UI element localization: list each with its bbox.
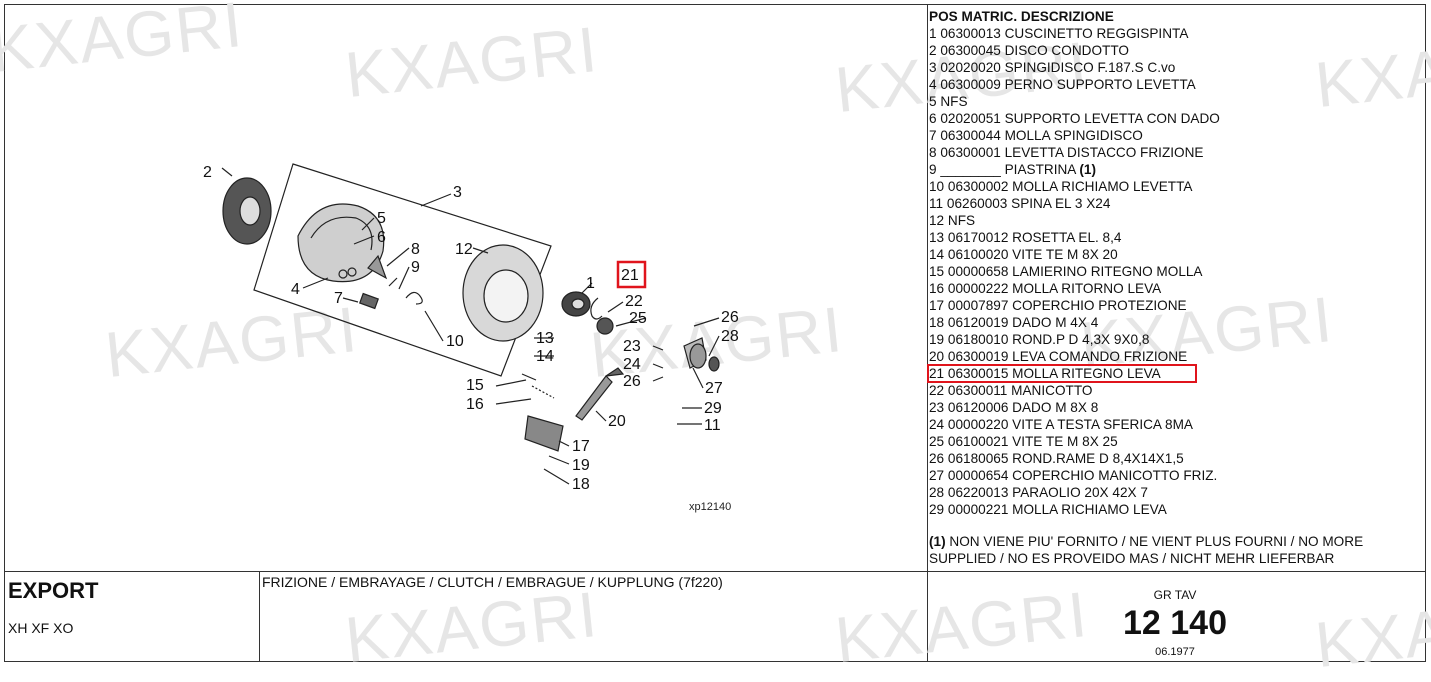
callout-12: 12 (455, 241, 473, 258)
callout-15: 15 (466, 377, 484, 394)
callout-23: 23 (623, 338, 641, 355)
legend-row-20: 20 06300019 LEVA COMANDO FRIZIONE (929, 349, 1188, 364)
page-frame (4, 4, 1426, 662)
callout-14: 14 (536, 348, 554, 365)
pressure-plate (297, 203, 385, 283)
legend-row-18: 18 06120019 DADO M 4X 4 (929, 315, 1099, 330)
legend-row-7: 7 06300044 MOLLA SPINGIDISCO (929, 128, 1143, 143)
legend-row-22: 22 06300011 MANICOTTO (929, 383, 1093, 398)
legend-row-24: 24 00000220 VITE A TESTA SFERICA 8MA (929, 417, 1193, 432)
legend-row-28: 28 06220013 PARAOLIO 20X 42X 7 (929, 485, 1148, 500)
callout-5: 5 (377, 210, 386, 227)
table-date: 06.1977 (1155, 646, 1195, 658)
legend-row-9-text: 9 ________ PIASTRINA (929, 162, 1076, 177)
callout-19: 19 (572, 457, 590, 474)
callout-13: 13 (536, 330, 554, 347)
legend-row-23: 23 06120006 DADO M 8X 8 (929, 400, 1099, 415)
callout-17: 17 (572, 438, 590, 455)
legend-row-9: 9 ________ PIASTRINA (1) (929, 161, 1419, 178)
legend-row-5: 5 NFS (929, 94, 968, 109)
callout-25: 25 (629, 310, 647, 327)
callout-6: 6 (377, 229, 386, 246)
footer-subject: FRIZIONE / EMBRAYAGE / CLUTCH / EMBRAGUE… (262, 574, 723, 590)
divider-footer (4, 571, 1426, 572)
clutch-exploded-diagram: 2 3 5 6 8 9 12 4 7 10 1 21 22 25 26 28 1… (203, 163, 739, 513)
callout-16: 16 (466, 396, 484, 413)
diagram-code: xp12140 (689, 501, 731, 513)
divider-footer-left (259, 571, 260, 662)
legend-row-25: 25 06100021 VITE TE M 8X 25 (929, 434, 1118, 449)
legend-row-16: 16 00000222 MOLLA RITORNO LEVA (929, 281, 1162, 296)
legend-row-21: 21 06300015 MOLLA RITEGNO LEVA (929, 366, 1161, 381)
legend-row-4: 4 06300009 PERNO SUPPORTO LEVETTA (929, 77, 1196, 92)
legend-row-21-highlight (927, 364, 1197, 383)
assembly-outline (253, 163, 552, 377)
legend-row-14: 14 06100020 VITE TE M 8X 20 (929, 247, 1118, 262)
callout-3: 3 (453, 184, 462, 201)
legend-row-2: 2 06300045 DISCO CONDOTTO (929, 43, 1129, 58)
table-number: 12 140 (1123, 604, 1227, 642)
legend-row-15: 15 00000658 LAMIERINO RITEGNO MOLLA (929, 264, 1203, 279)
callout-1: 1 (586, 275, 595, 292)
legend-row-8: 8 06300001 LEVETTA DISTACCO FRIZIONE (929, 145, 1204, 160)
legend-header: POS MATRIC. DESCRIZIONE (929, 9, 1114, 24)
legend-row-10: 10 06300002 MOLLA RICHIAMO LEVETTA (929, 179, 1193, 194)
legend-row-19: 19 06180010 ROND.P D 4,3X 9X0,8 (929, 332, 1150, 347)
legend-row-26: 26 06180065 ROND.RAME D 8,4X14X1,5 (929, 451, 1184, 466)
callout-26: 26 (721, 309, 739, 326)
footnote-line-2: SUPPLIED / NO ES PROVEIDO MAS / NICHT ME… (929, 551, 1335, 566)
footnote-marker: (1) (929, 534, 946, 549)
callout-11: 11 (704, 417, 721, 434)
footer-title: EXPORT (8, 578, 99, 603)
legend-row-13: 13 06170012 ROSETTA EL. 8,4 (929, 230, 1122, 245)
legend-row-1: 1 06300013 CUSCINETTO REGGISPINTA (929, 26, 1189, 41)
callout-21-highlight (616, 260, 647, 289)
callout-22: 22 (625, 293, 643, 310)
callout-20: 20 (608, 413, 626, 430)
legend-row-3: 3 02020020 SPINGIDISCO F.187.S C.vo (929, 60, 1176, 75)
legend-row-27: 27 00000654 COPERCHIO MANICOTTO FRIZ. (929, 468, 1218, 483)
callout-4: 4 (291, 281, 300, 298)
legend-row-12: 12 NFS (929, 213, 976, 228)
callout-21: 21 (621, 267, 639, 284)
legend-row-11: 11 06260003 SPINA EL 3 X24 (929, 196, 1111, 211)
callout-9: 9 (411, 259, 420, 276)
callout-2: 2 (203, 164, 212, 181)
footnote-line-1: NON VIENE PIU' FORNITO / NE VIENT PLUS F… (949, 534, 1364, 549)
callout-24: 24 (623, 356, 641, 373)
callout-28: 28 (721, 328, 739, 345)
gr-tav-label: GR TAV (1153, 588, 1197, 602)
footer-models: XH XF XO (8, 620, 74, 636)
callout-18: 18 (572, 476, 590, 493)
callout-7: 7 (334, 290, 343, 307)
legend-row-9-note-ref: (1) (1079, 162, 1097, 177)
callout-26b: 26 (623, 373, 641, 390)
divider-legend (927, 4, 928, 662)
legend-row-17: 17 00007897 COPERCHIO PROTEZIONE (929, 298, 1187, 313)
legend-row-29: 29 00000221 MOLLA RICHIAMO LEVA (929, 502, 1167, 517)
legend-footnote: (1) NON VIENE PIU' FORNITO / NE VIENT PL… (929, 533, 1419, 567)
callout-27: 27 (705, 380, 723, 397)
parts-legend: POS MATRIC. DESCRIZIONE 1 06300013 CUSCI… (929, 8, 1419, 567)
legend-row-6: 6 02020051 SUPPORTO LEVETTA CON DADO (929, 111, 1220, 126)
callout-29: 29 (704, 400, 722, 417)
callout-8: 8 (411, 241, 420, 258)
callout-10: 10 (446, 333, 464, 350)
